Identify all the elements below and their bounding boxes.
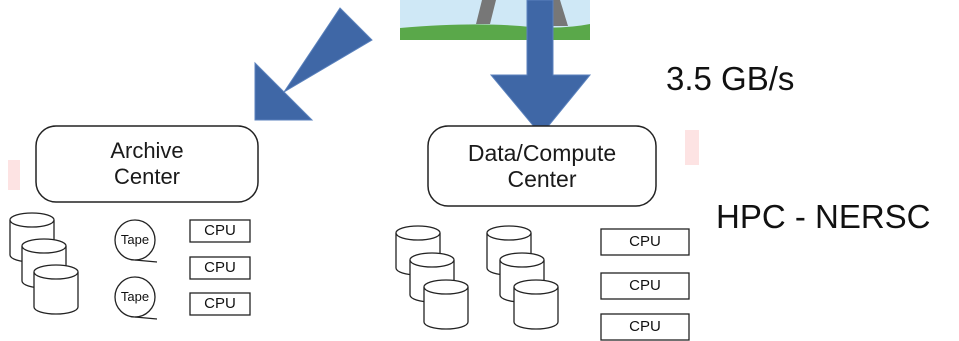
arrow-to-archive	[254, 7, 373, 121]
cpu-label: CPU	[629, 318, 661, 335]
archive-disk-stack	[9, 212, 79, 315]
compute-center-box	[427, 125, 657, 207]
bandwidth-label: 3.5 GB/s	[666, 60, 795, 97]
disk-icon	[513, 287, 559, 330]
cpu-box	[600, 272, 690, 300]
tape-drives	[114, 219, 158, 320]
cpu-label: CPU	[204, 295, 236, 312]
compute-cpu-boxes	[600, 228, 690, 341]
compute-center-label-line1: Data/Compute	[467, 140, 617, 166]
disk-icon	[423, 287, 469, 330]
compute-disk-stack-right	[486, 225, 559, 330]
cpu-box	[189, 256, 251, 280]
disk-icon	[33, 272, 79, 315]
compute-disk-stack-left	[395, 225, 469, 330]
compute-center-label: Data/Compute Center	[428, 140, 656, 192]
cpu-label: CPU	[204, 222, 236, 239]
tape-label: Tape	[120, 289, 150, 304]
cpu-box	[600, 228, 690, 256]
archive-center-label: Archive Center	[36, 138, 258, 190]
cpu-box	[189, 292, 251, 316]
archive-center-label-line2: Center	[113, 164, 181, 189]
cpu-box	[600, 313, 690, 341]
background-mark	[685, 130, 699, 165]
background-mark	[8, 160, 20, 190]
cpu-label: CPU	[204, 259, 236, 276]
archive-cpu-boxes	[189, 219, 251, 316]
archive-center-label-line1: Archive	[110, 138, 184, 163]
compute-center-label-line2: Center	[507, 166, 577, 192]
arrow-to-compute	[489, 0, 592, 136]
archive-center-box	[35, 125, 259, 203]
cpu-label: CPU	[629, 233, 661, 250]
hpc-label: HPC - NERSC	[716, 198, 931, 235]
cpu-label: CPU	[629, 277, 661, 294]
tape-label: Tape	[120, 232, 150, 247]
telescope-image	[400, 0, 590, 40]
cpu-box	[189, 219, 251, 243]
